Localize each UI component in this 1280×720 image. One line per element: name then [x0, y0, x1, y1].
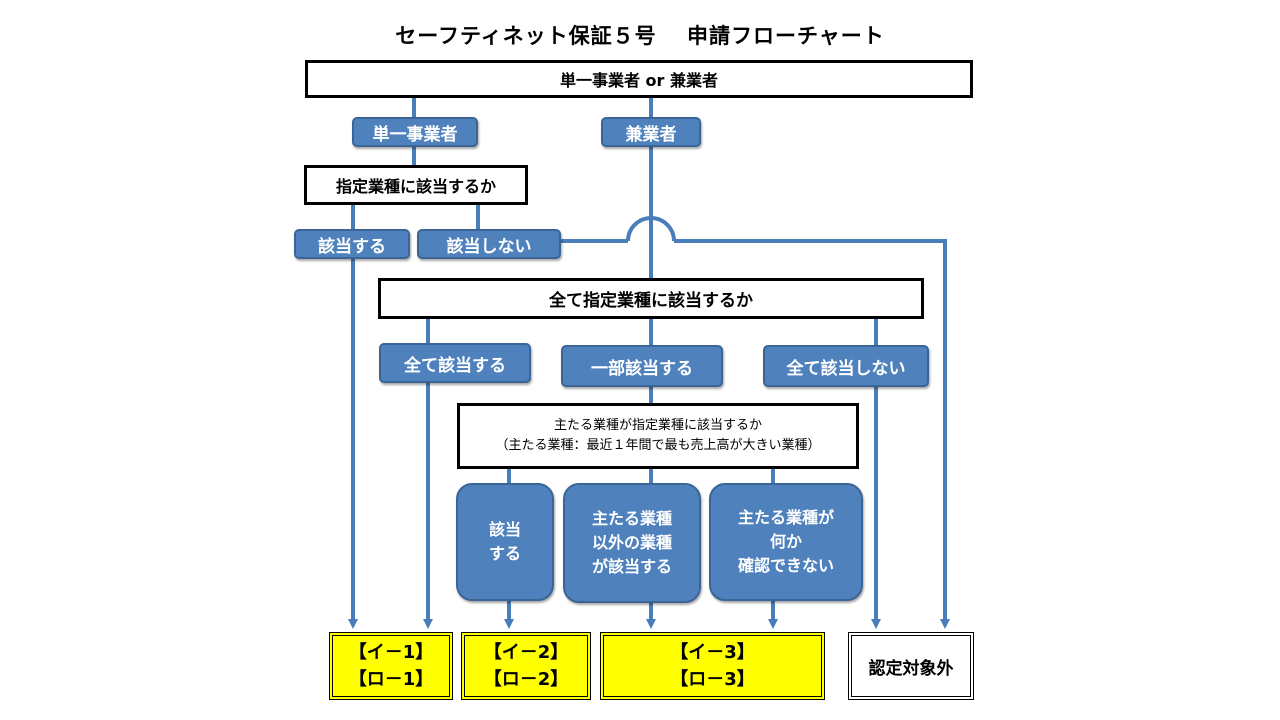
result-ro3: 【ロ－3】 [670, 669, 755, 690]
question-business-type: 単一事業者 or 兼業者 [305, 60, 973, 98]
result-i2: 【イ－2】 [483, 642, 569, 663]
node-other-line2: 以外の業種 [591, 533, 672, 552]
node-other-industry-applies: 主たる業種 以外の業種 が該当する [563, 483, 701, 603]
connector-hop [626, 216, 676, 242]
node-main-applies-line2: する [488, 544, 521, 563]
result-not-eligible: 認定対象外 [848, 632, 974, 700]
node-unknown-line1: 主たる業種が [737, 508, 834, 527]
result-i2-ro2: 【イ－2】 【ロ－2】 [461, 632, 591, 700]
node-some-apply: 一部該当する [561, 345, 723, 387]
result-ro2: 【ロ－2】 [483, 669, 569, 690]
node-unknown-line2: 何か [769, 532, 802, 551]
node-other-line1: 主たる業種 [591, 509, 672, 528]
node-other-line3: が該当する [591, 557, 672, 576]
result-i3-ro3: 【イ－3】 【ロ－3】 [600, 632, 825, 700]
connector [674, 239, 950, 629]
result-i3: 【イ－3】 [670, 642, 755, 663]
result-i1: 【イ－1】 [348, 642, 434, 663]
result-i1-ro1: 【イ－1】 【ロ－1】 [329, 632, 453, 700]
node-none-apply: 全て該当しない [763, 345, 929, 387]
node-unknown-line3: 確認できない [737, 556, 834, 575]
node-main-applies: 該当 する [456, 483, 554, 601]
node-multi-business: 兼業者 [601, 117, 701, 147]
node-main-unknown: 主たる業種が 何か 確認できない [709, 483, 863, 601]
result-ro1: 【ロ－1】 [348, 669, 434, 690]
node-main-applies-line1: 該当 [488, 520, 521, 539]
question-main-industry-line1: 主たる業種が指定業種に該当するか [553, 418, 762, 433]
node-single-business: 単一事業者 [352, 117, 478, 147]
question-main-industry: 主たる業種が指定業種に該当するか （主たる業種：最近１年間で最も売上高が大きい業… [457, 403, 859, 469]
question-designated-industry: 指定業種に該当するか [304, 165, 528, 205]
node-all-apply: 全て該当する [379, 343, 531, 383]
page-title: セーフティネット保証５号 申請フローチャート [395, 24, 885, 48]
node-applies: 該当する [294, 229, 410, 259]
question-all-designated: 全て指定業種に該当するか [378, 278, 924, 319]
question-main-industry-line2: （主たる業種：最近１年間で最も売上高が大きい業種） [495, 438, 821, 453]
node-not-applies: 該当しない [417, 229, 561, 259]
